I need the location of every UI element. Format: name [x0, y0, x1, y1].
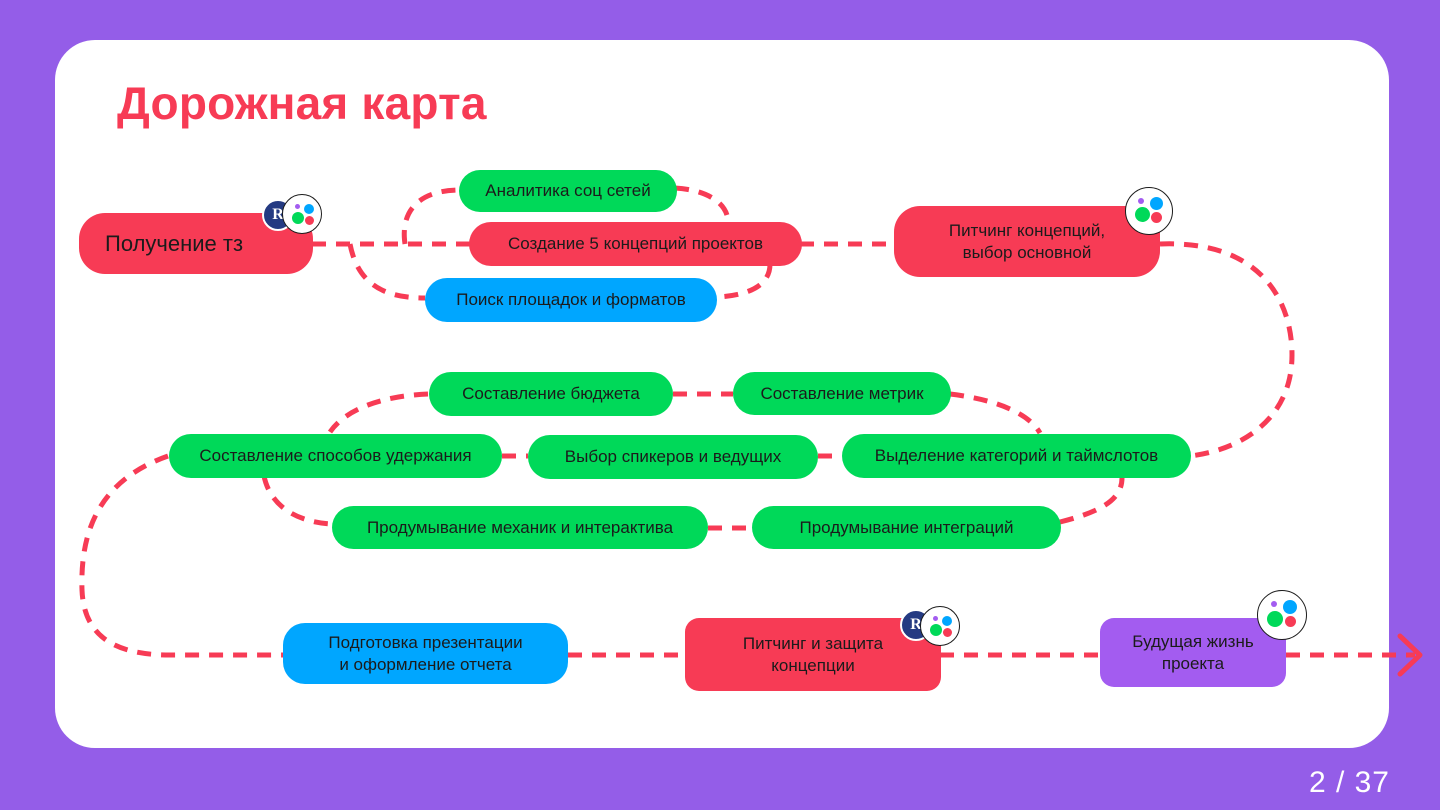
- node-mekhaniki: Продумывание механик и интерактива: [332, 506, 708, 549]
- node-spikery: Выбор спикеров и ведущих: [528, 435, 818, 479]
- page-indicator: 2 / 37: [1308, 766, 1390, 799]
- colored-dots-logo-icon: [920, 606, 960, 646]
- colored-dots-logo-icon: [1125, 187, 1173, 235]
- node-budushchaya: Будущая жизнь проекта: [1100, 618, 1286, 687]
- page-title: Дорожная карта: [117, 77, 487, 129]
- arrow-right-icon: [1397, 633, 1423, 677]
- colored-dots-logo-icon: [1257, 590, 1307, 640]
- colored-dots-logo-icon: [282, 194, 322, 234]
- node-analitika: Аналитика соц сетей: [459, 170, 677, 212]
- node-integracii: Продумывание интеграций: [752, 506, 1061, 549]
- node-prezentaciya: Подготовка презентации и оформление отче…: [283, 623, 568, 684]
- node-kategorii: Выделение категорий и таймслотов: [842, 434, 1191, 478]
- node-byudzhet: Составление бюджета: [429, 372, 673, 416]
- node-pitching-1: Питчинг концепций, выбор основной: [894, 206, 1160, 277]
- node-poisk: Поиск площадок и форматов: [425, 278, 717, 322]
- node-pitching-2: Питчинг и защита концепции: [685, 618, 941, 691]
- node-metriki: Составление метрик: [733, 372, 951, 415]
- node-uderzhanie: Составление способов удержания: [169, 434, 502, 478]
- node-sozdanie: Создание 5 концепций проектов: [469, 222, 802, 266]
